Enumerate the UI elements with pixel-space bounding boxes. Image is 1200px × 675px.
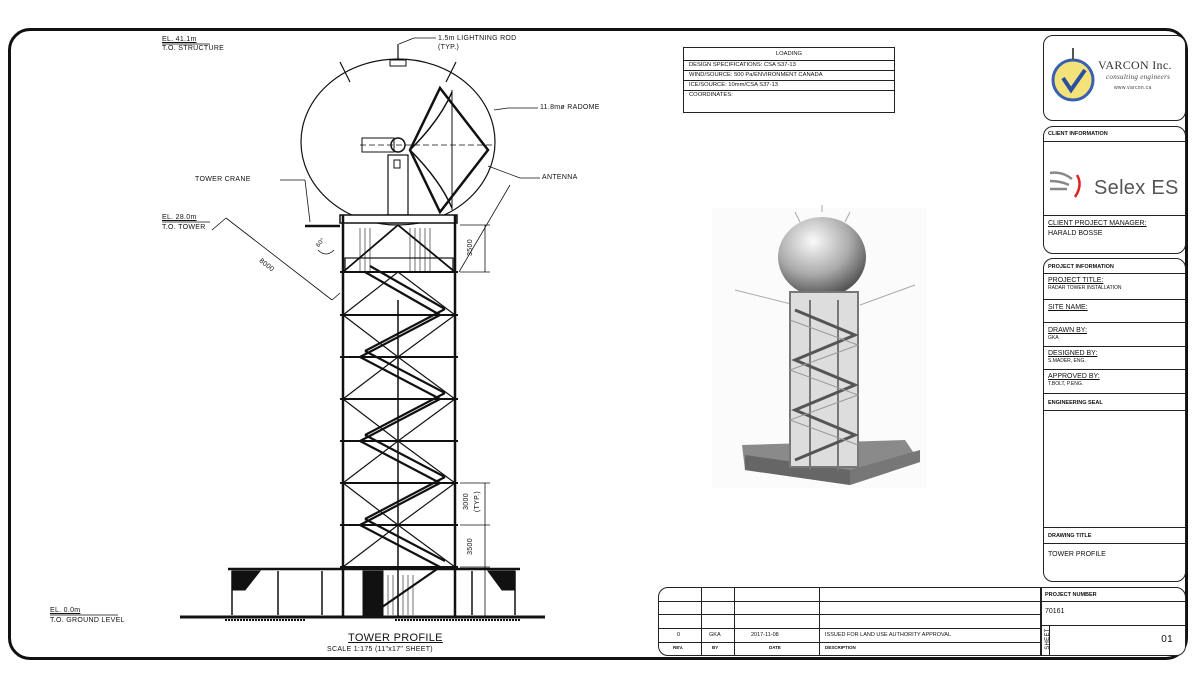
loading-row: DESIGN SPECIFICATIONS: CSA S37-13 — [684, 61, 894, 71]
revision-table: 0 GKA 2017-11-08 ISSUED FOR LAND USE AUT… — [658, 587, 1042, 656]
antenna-callout: ANTENNA — [542, 174, 578, 181]
company-logo-box: VARCON Inc. consulting engineers www.var… — [1043, 35, 1186, 121]
loading-row: ICE/SOURCE: 10mm/CSA S37-13 — [684, 81, 894, 91]
header-rev: REV. — [673, 645, 684, 650]
drawn-by-value: GKA — [1048, 335, 1059, 341]
elevation-structure-value: EL. 41.1m — [162, 36, 197, 43]
client-info-label: CLIENT INFORMATION — [1048, 131, 1108, 137]
client-information-box: CLIENT INFORMATION Selex ES CLIENT PROJE… — [1043, 126, 1186, 254]
drawing-border — [8, 28, 1188, 660]
loading-row: COORDINATES: — [689, 92, 733, 98]
sheet-number: 01 — [1161, 634, 1173, 645]
client-pm-label: CLIENT PROJECT MANAGER: — [1048, 220, 1147, 227]
drawing-title-label: DRAWING TITLE — [1048, 533, 1092, 539]
engineering-seal-label: ENGINEERING SEAL — [1048, 400, 1103, 406]
approved-by-label: APPROVED BY: — [1048, 373, 1100, 380]
lightning-rod-typ: (TYP.) — [438, 44, 460, 51]
drawn-by-label: DRAWN BY: — [1048, 327, 1088, 334]
designed-by-value: S.MADER, ENG. — [1048, 358, 1086, 364]
sheet-label: SHEET — [1044, 628, 1051, 650]
drawing-title-value: TOWER PROFILE — [1048, 551, 1106, 558]
varcon-logo-icon — [1051, 48, 1095, 102]
designed-by-label: DESIGNED BY: — [1048, 350, 1098, 357]
project-title-value: RADAR TOWER INSTALLATION — [1048, 285, 1122, 291]
elevation-tower-value: EL. 28.0m — [162, 214, 197, 221]
header-description: DESCRIPTION — [825, 645, 856, 650]
project-number-box: PROJECT NUMBER 70161 SHEET 01 — [1040, 587, 1186, 656]
site-name-label: SITE NAME: — [1048, 304, 1088, 311]
client-pm-value: HARALD BOSSE — [1048, 230, 1103, 237]
elevation-tower-label: T.O. TOWER — [162, 224, 206, 231]
rev-by: GKA — [709, 632, 721, 638]
radome-callout: 11.8mø RADOME — [540, 104, 600, 111]
header-by: BY — [712, 645, 719, 650]
project-number-value: 70161 — [1045, 608, 1065, 615]
company-name: VARCON Inc. — [1098, 58, 1172, 72]
elevation-structure-label: T.O. STRUCTURE — [162, 45, 225, 52]
project-information-box: PROJECT INFORMATION PROJECT TITLE: RADAR… — [1043, 258, 1186, 582]
elevation-ground-value: EL. 0.0m — [50, 607, 81, 614]
lightning-rod-callout: 1.5m LIGHTNING ROD — [438, 35, 517, 42]
header-date: DATE — [769, 645, 781, 650]
loading-title: LOADING — [684, 48, 894, 61]
tower-crane-callout: TOWER CRANE — [195, 176, 251, 183]
company-subtitle: consulting engineers — [1106, 73, 1171, 81]
project-number-label: PROJECT NUMBER — [1045, 592, 1097, 598]
company-website: www.varcon.ca — [1114, 85, 1152, 91]
antenna — [408, 85, 490, 215]
loading-row: WIND/SOURCE: 500 Pa/ENVIRONMENT CANADA — [684, 71, 894, 81]
rev-description: ISSUED FOR LAND USE AUTHORITY APPROVAL — [825, 632, 952, 638]
rev-date: 2017-11-08 — [751, 632, 779, 638]
client-logo-text: Selex ES — [1094, 177, 1179, 199]
loading-table: LOADING DESIGN SPECIFICATIONS: CSA S37-1… — [683, 47, 895, 113]
approved-by-value: T.BOLT, P.ENG. — [1048, 381, 1084, 387]
drawing-scale: SCALE 1:175 (11"x17" SHEET) — [327, 646, 433, 653]
project-title-label: PROJECT TITLE: — [1048, 277, 1104, 284]
project-info-label: PROJECT INFORMATION — [1048, 264, 1114, 270]
drawing-title: TOWER PROFILE — [348, 632, 443, 644]
selex-logo-icon — [1049, 171, 1081, 198]
rev-number: 0 — [677, 632, 681, 638]
elevation-ground-label: T.O. GROUND LEVEL — [50, 617, 125, 624]
